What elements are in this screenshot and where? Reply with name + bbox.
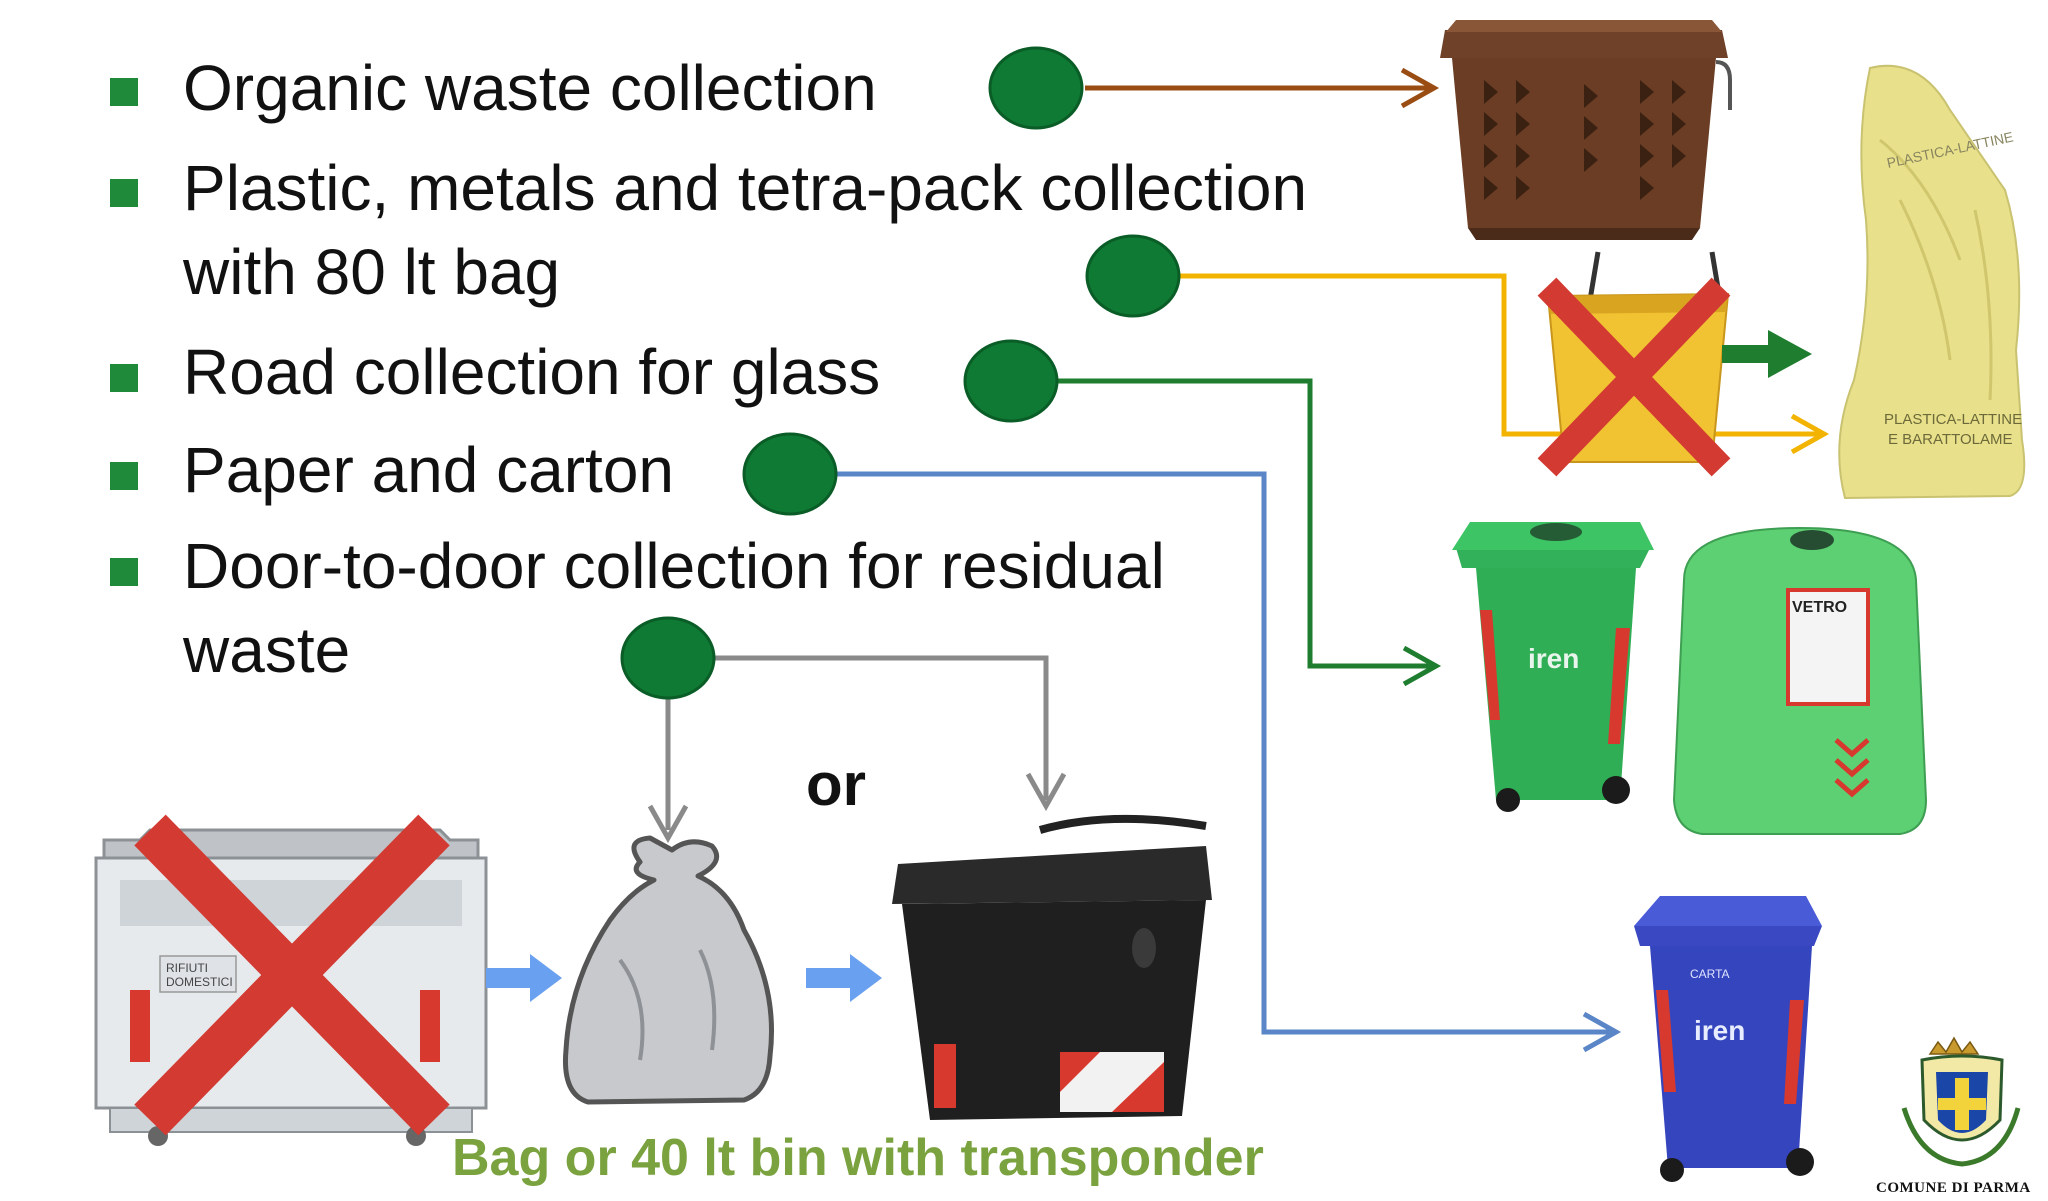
- glass-bin-brand: iren: [1528, 643, 1579, 674]
- old-dumpster-cross-icon: [134, 814, 450, 1136]
- dumpster-label-2: DOMESTICI: [166, 975, 233, 989]
- organic-connector: [1085, 67, 1440, 109]
- bin-caption: Bag or 40 lt bin with transponder: [452, 1129, 1264, 1187]
- item-glass-label: Road collection for glass: [183, 336, 881, 408]
- item-plastic-label-line2: with 80 lt bag: [183, 236, 561, 308]
- glass-connector: [1056, 378, 1442, 687]
- old-plastic-bin-cross-icon: [1537, 277, 1731, 477]
- item-organic-label: Organic waste collection: [183, 52, 877, 124]
- dumpster-label-1: RIFIUTI: [166, 961, 208, 975]
- plastic-bag-label-2: E BARATTOLAME: [1888, 431, 2012, 448]
- item-residual-label: Door-to-door collection for residual: [183, 530, 1165, 602]
- node-glass: [963, 339, 1059, 423]
- node-plastic: [1085, 234, 1181, 318]
- paper-bin-label: CARTA: [1690, 967, 1730, 981]
- item-paper-label: Paper and carton: [183, 434, 674, 506]
- plastic-replacement-arrow-icon: [1722, 330, 1812, 378]
- node-organic: [988, 46, 1084, 130]
- bullet-plastic: [110, 179, 138, 207]
- bullet-paper: [110, 462, 138, 490]
- node-paper: [742, 432, 838, 516]
- garbage-bag-image: [562, 835, 774, 1105]
- comune-parma-crest-icon: [1901, 1036, 2021, 1167]
- flow-arrow-2-icon: [806, 954, 882, 1002]
- bullet-organic: [110, 78, 138, 106]
- node-residual: [620, 616, 716, 700]
- glass-bell-label: VETRO: [1792, 599, 1847, 616]
- paper-bin-brand: iren: [1694, 1015, 1745, 1046]
- residual-connector: [647, 655, 1067, 844]
- paper-wheelie-bin-image: CARTA iren: [1634, 896, 1822, 1182]
- residual-bin-image: [892, 814, 1212, 1120]
- bullet-glass: [110, 364, 138, 392]
- glass-wheelie-bin-image: iren: [1452, 522, 1654, 812]
- flow-arrow-1-icon: [486, 954, 562, 1002]
- organic-bin-image: [1440, 20, 1732, 240]
- bullet-residual: [110, 558, 138, 586]
- plastic-bag-image: PLASTICA-LATTINE PLASTICA-LATTINE E BARA…: [1838, 64, 2026, 500]
- item-plastic-label: Plastic, metals and tetra-pack collectio…: [183, 152, 1308, 224]
- item-residual-label-line2: waste: [183, 614, 351, 686]
- plastic-bag-label-1: PLASTICA-LATTINE: [1884, 411, 2022, 428]
- logo-caption: COMUNE DI PARMA: [1876, 1180, 2031, 1196]
- glass-bell-image: VETRO: [1672, 526, 1928, 835]
- paper-connector: [832, 471, 1622, 1053]
- or-label: or: [806, 751, 866, 818]
